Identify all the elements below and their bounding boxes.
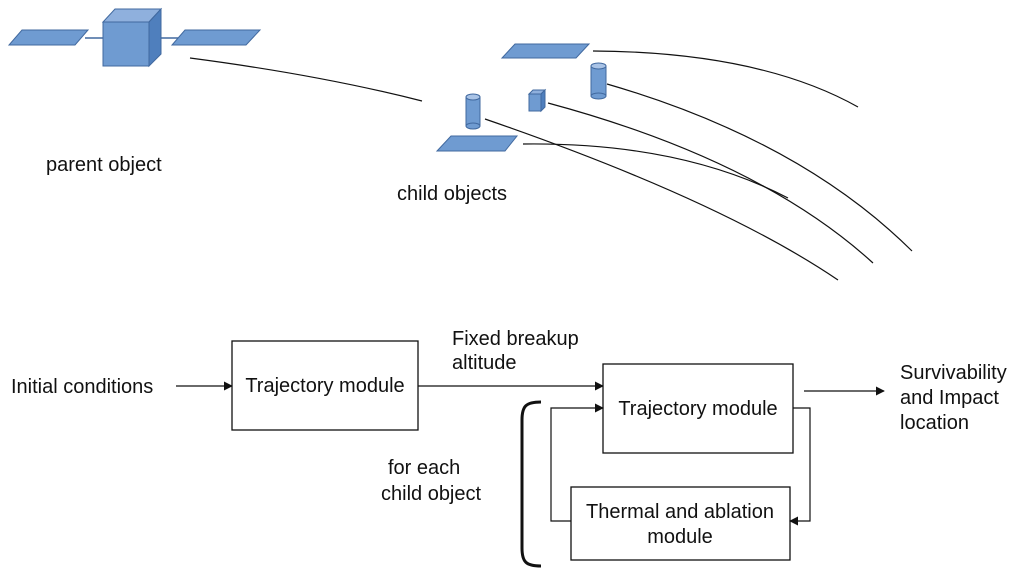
trajectory-module-box <box>231 340 419 431</box>
solar-panel-icon <box>7 29 90 46</box>
trajectory-to-thermal-arrow <box>789 407 811 526</box>
solar-panel-icon <box>500 43 591 59</box>
child-trajectory <box>522 143 789 199</box>
altitude-label: altitude <box>452 352 517 374</box>
module-label: module <box>647 526 713 548</box>
and-impact-label: and Impact <box>900 387 999 409</box>
initial-conditions-label: Initial conditions <box>11 376 153 398</box>
cylinder-icon <box>465 93 481 130</box>
loop-bracket <box>520 400 542 568</box>
child-trajectory-module-box <box>602 363 794 454</box>
thermal-to-trajectory-arrow <box>550 403 604 522</box>
fixed-breakup-label: Fixed breakup <box>452 328 579 350</box>
parent-trajectory <box>189 57 423 102</box>
trajectory-module-label: Trajectory module <box>245 375 404 397</box>
thermal-ablation-label: Thermal and ablation <box>586 501 774 523</box>
solar-panel-icon <box>170 29 262 46</box>
location-label: location <box>900 412 969 434</box>
child-object-label: child object <box>381 483 482 505</box>
for-each-label: for each <box>388 457 460 479</box>
parent-object-label: parent object <box>46 154 162 176</box>
thermal-ablation-module-box <box>570 486 791 561</box>
child-trajectory-module-label: Trajectory module <box>618 398 777 420</box>
child-trajectory <box>547 102 874 264</box>
child-trajectory <box>484 118 839 281</box>
cube-icon <box>101 7 163 68</box>
survivability-label: Survivability <box>900 362 1007 384</box>
cube-icon <box>527 88 547 113</box>
solar-panel-icon <box>435 135 519 152</box>
child-objects-group <box>435 43 607 152</box>
child-objects-label: child objects <box>397 183 507 205</box>
child-trajectory <box>606 83 913 252</box>
trajectory-curves <box>189 50 913 281</box>
cylinder-icon <box>590 62 607 100</box>
child-trajectory <box>592 50 859 108</box>
parent-satellite-icon <box>7 7 262 68</box>
